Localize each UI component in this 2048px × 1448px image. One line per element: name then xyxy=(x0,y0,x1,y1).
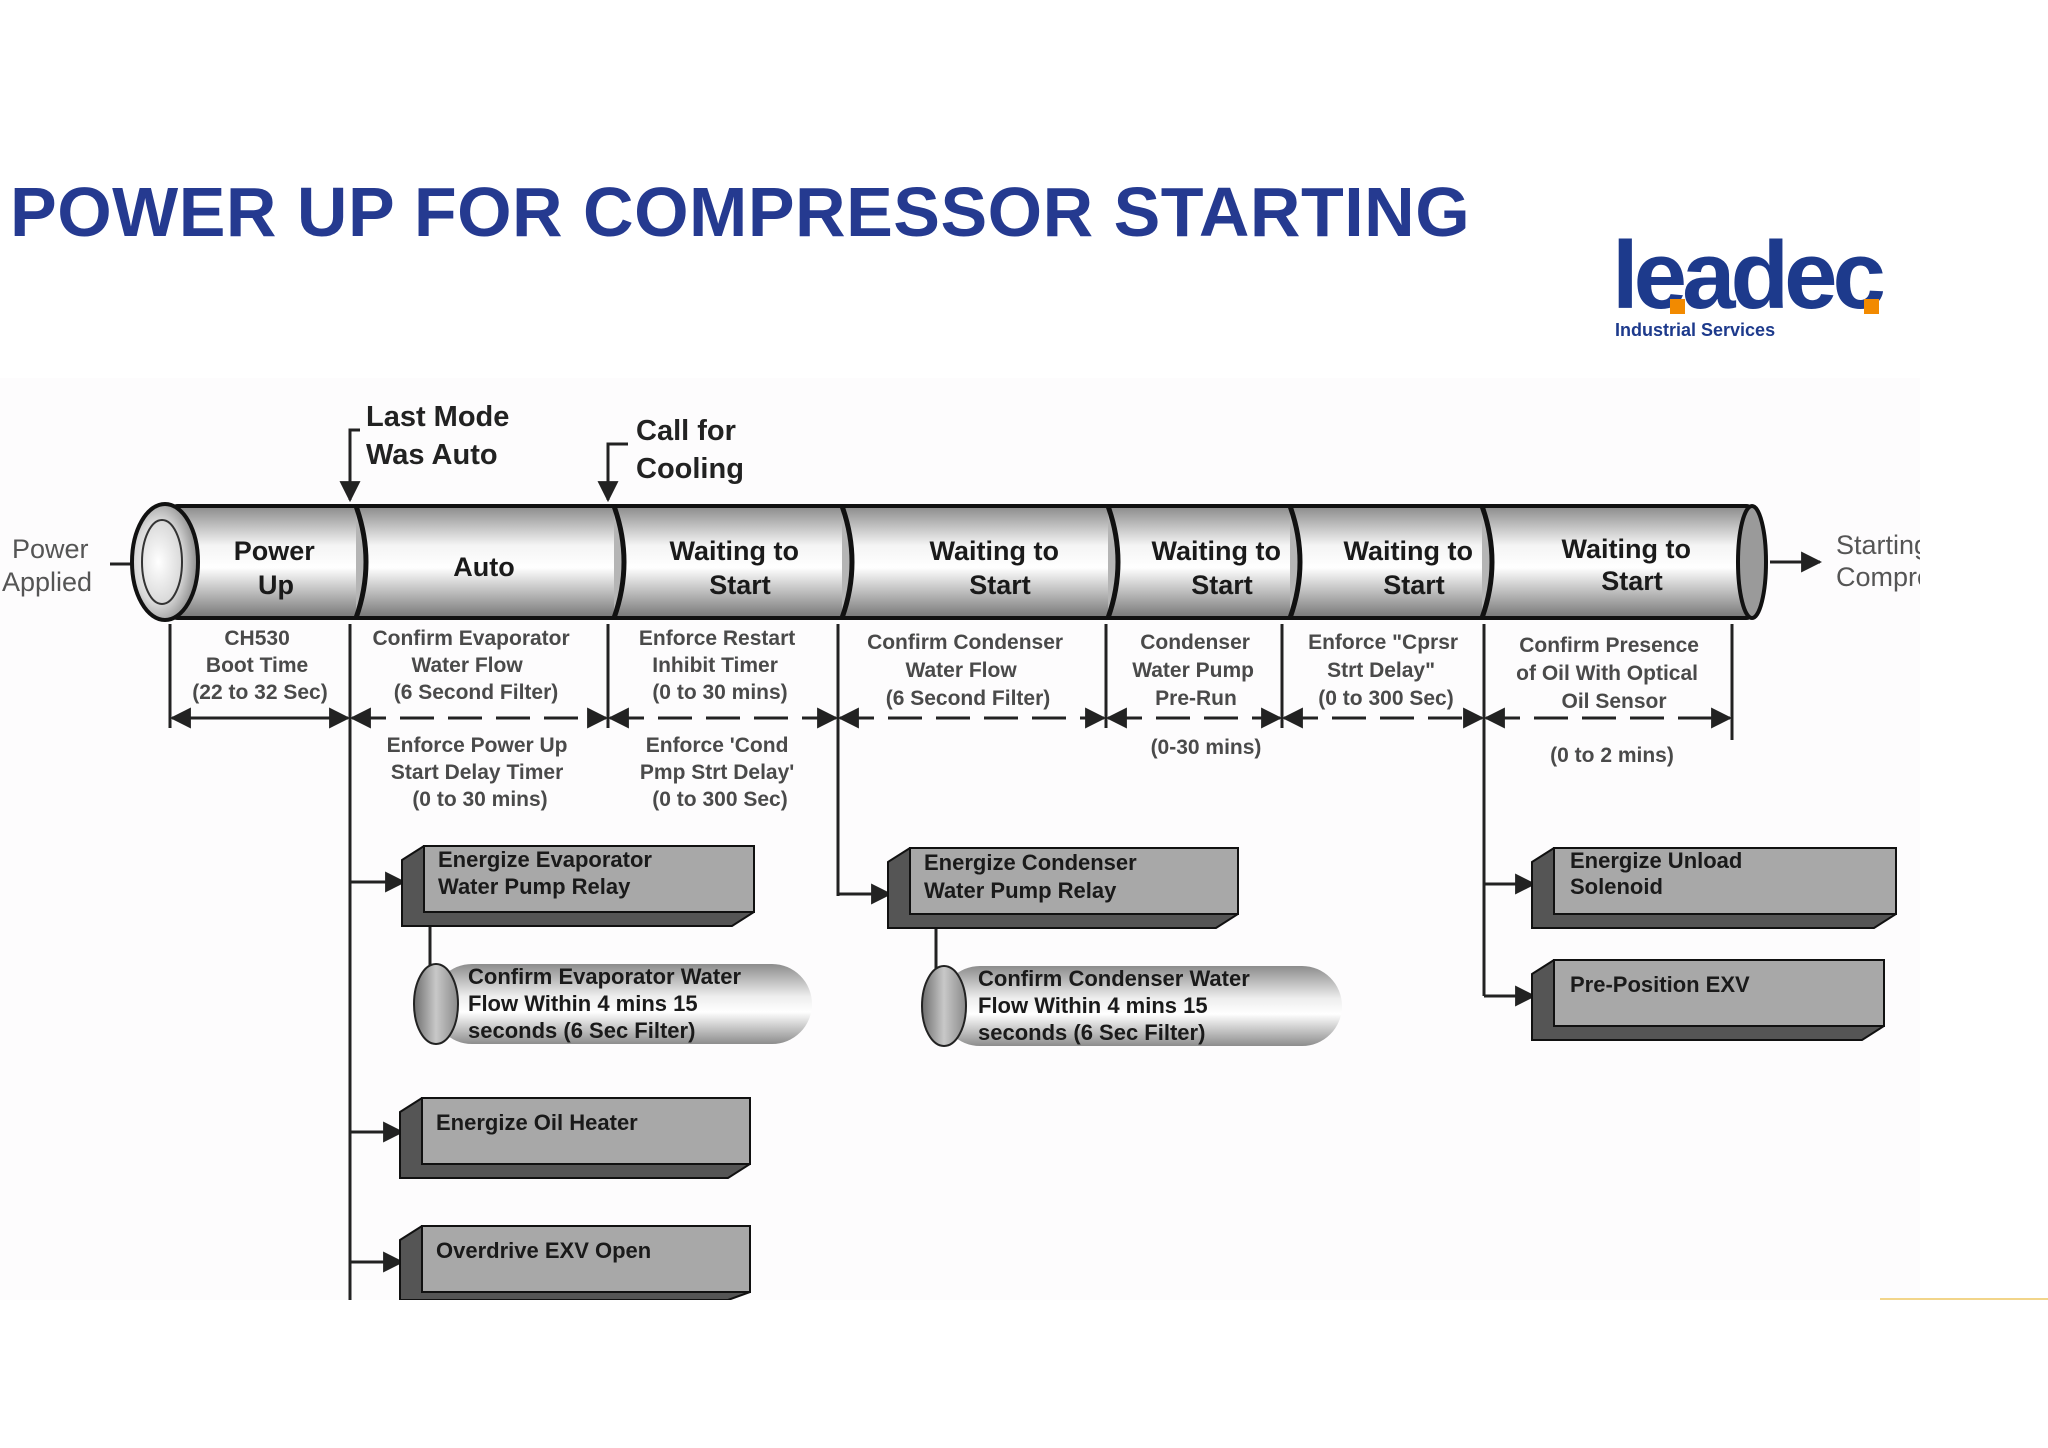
box-energize-unload-solenoid: Energize Unload Solenoid xyxy=(1531,847,1897,929)
svg-text:Last Mode Was Auto: Last Mode Was Auto xyxy=(366,401,517,471)
leadec-logo: leadec Industrial Services xyxy=(1612,228,1912,348)
box-overdrive-exv: Overdrive EXV Open xyxy=(399,1225,751,1300)
footer-accent-line xyxy=(1880,1298,2048,1300)
annotation-cond-pump-prerun: Condenser Water Pump Pre-Run xyxy=(1132,631,1260,710)
last-mode-trigger: Last Mode Was Auto xyxy=(339,401,517,503)
svg-text:Call for Cooling: Call for Cooling xyxy=(636,415,744,485)
segment-divider xyxy=(839,505,855,619)
box-preposition-exv: Pre-Position EXV xyxy=(1531,959,1885,1041)
call-for-cooling-arrow xyxy=(597,442,628,503)
svg-text:Confirm Condenser Water: Confirm Condenser Water Flow Within 4 mi… xyxy=(978,966,1256,1045)
annotation-oil-duration: (0 to 2 mins) xyxy=(1550,744,1674,767)
segment-divider xyxy=(353,505,369,619)
starting-compressor-label: Starting Compressor xyxy=(1836,530,1920,592)
segment-divider xyxy=(1287,505,1303,619)
logo-wordmark: leadec xyxy=(1612,222,1886,329)
pipeline-start-cap-rim xyxy=(141,519,183,605)
segment-waiting-condenser: Waiting to Start xyxy=(930,536,1067,600)
cylinder-confirm-evap-flow: Confirm Evaporator Water Flow Within 4 m… xyxy=(413,963,812,1045)
svg-text:Confirm Evaporator Water: Confirm Evaporator Water Flow Within 4 m… xyxy=(468,964,747,1043)
logo-accent-square xyxy=(1670,299,1685,314)
segment-waiting-prerun: Waiting to Start xyxy=(1152,536,1289,600)
svg-text:Overdrive EXV Open: Overdrive EXV Open xyxy=(436,1238,651,1263)
cylinder-confirm-cond-flow: Confirm Condenser Water Flow Within 4 mi… xyxy=(921,965,1342,1047)
annotation-cond-pmp-delay: Enforce 'Cond Pmp Strt Delay' (0 to 300 … xyxy=(640,734,800,811)
annotation-confirm-evap-flow: Confirm Evaporator Water Flow (6 Second … xyxy=(372,627,575,704)
annotation-confirm-cond-flow: Confirm Condenser Water Flow (6 Second F… xyxy=(867,631,1069,710)
annotation-boot-time: CH530 Boot Time (22 to 32 Sec) xyxy=(192,627,327,704)
segment-divider xyxy=(1479,505,1495,619)
svg-text:Energize Oil Heater: Energize Oil Heater xyxy=(436,1110,638,1135)
box-energize-evap-relay: Energize Evaporator Water Pump Relay xyxy=(401,845,755,927)
last-mode-arrow xyxy=(339,428,361,503)
segment-auto: Auto xyxy=(453,552,514,582)
box-energize-cond-relay: Energize Condenser Water Pump Relay xyxy=(887,847,1239,929)
logo-accent-square xyxy=(1864,299,1879,314)
segment-divider xyxy=(1105,505,1121,619)
power-applied-label: Power Applied xyxy=(2,534,96,597)
segment-waiting-strt-delay: Waiting to Start xyxy=(1344,536,1481,600)
power-up-sequence-diagram: Power Applied Power Up Auto Waiting to S… xyxy=(2,401,1920,1300)
timeline-ticks xyxy=(168,624,1734,1300)
segment-waiting-restart: Waiting to Start xyxy=(670,536,807,600)
diagram-panel: Power Applied Power Up Auto Waiting to S… xyxy=(0,378,1920,1300)
pipeline-end-cap xyxy=(1736,504,1768,620)
svg-text:Pre-Position EXV: Pre-Position EXV xyxy=(1570,972,1750,997)
annotation-cprsr-strt-delay: Enforce "Cprsr Strt Delay" (0 to 300 Sec… xyxy=(1308,631,1464,710)
branch-connectors xyxy=(350,871,1537,1273)
call-for-cooling-trigger: Call for Cooling xyxy=(597,415,744,503)
page-title: POWER UP FOR COMPRESSOR STARTING xyxy=(10,173,1471,251)
box-energize-oil-heater: Energize Oil Heater xyxy=(399,1097,751,1179)
svg-text:Energize Unload Solenoid: Energize Unload Solenoid xyxy=(1570,848,1748,899)
annotation-prerun-duration: (0-30 mins) xyxy=(1151,736,1262,759)
svg-text:Energize Condenser Water: Energize Condenser Water Pump Relay xyxy=(924,850,1143,903)
annotation-restart-inhibit: Enforce Restart Inhibit Timer (0 to 30 m… xyxy=(639,627,801,704)
pipeline-segment-dividers xyxy=(353,505,1495,619)
segment-waiting-oil: Waiting to Start xyxy=(1562,534,1699,596)
logo-subtitle: Industrial Services xyxy=(1615,320,1776,340)
annotation-power-up-delay: Enforce Power Up Start Delay Timer (0 to… xyxy=(387,734,574,811)
segment-divider xyxy=(611,505,627,619)
svg-text:Energize Evaporator Wate: Energize Evaporator Water Pump Relay xyxy=(438,847,658,899)
annotation-oil-sensor: Confirm Presence of Oil With Optical Oil… xyxy=(1516,634,1705,713)
segment-power-up: Power Up xyxy=(234,536,323,600)
